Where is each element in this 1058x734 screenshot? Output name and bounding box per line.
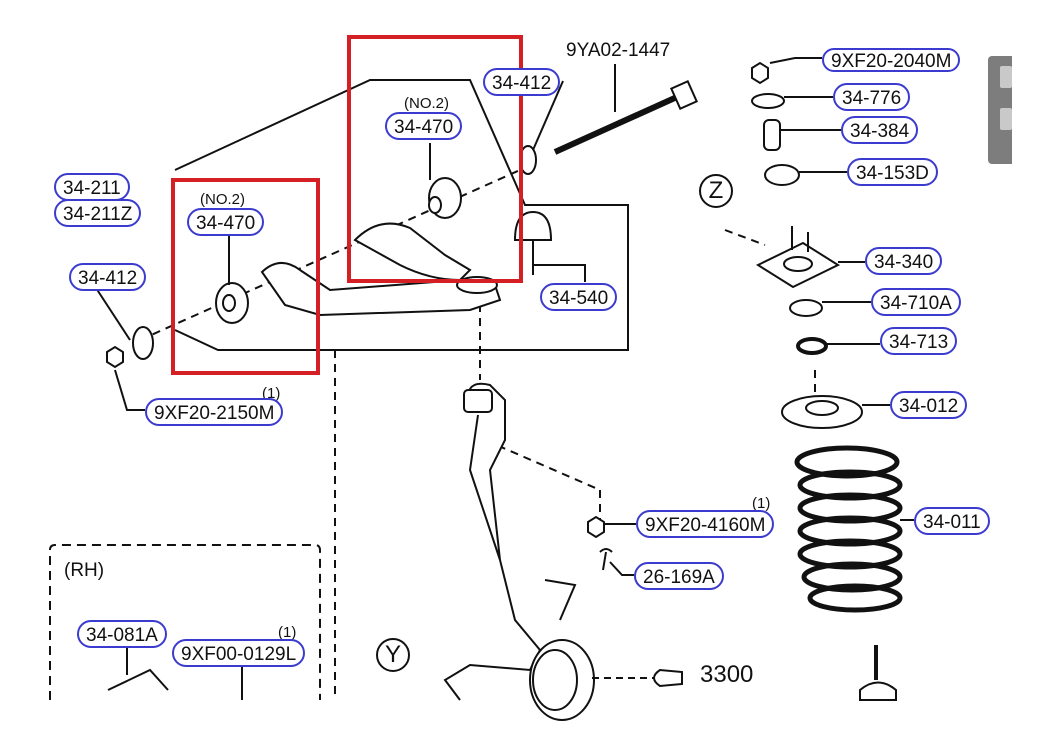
part-label[interactable]: 34-153D [847, 158, 938, 186]
part-label[interactable]: 34-776 [833, 83, 911, 111]
part-label[interactable]: 34-412 [69, 263, 147, 291]
no2-note-right: (NO.2) [404, 95, 449, 112]
highlight-box-right [347, 35, 523, 283]
part-label[interactable]: 34-011 [914, 507, 990, 535]
part-label[interactable]: 9XF20-2040M [822, 48, 961, 72]
part-label[interactable]: 26-169A [634, 562, 724, 590]
assembly-outline [174, 79, 629, 351]
part-label[interactable]: 34-540 [540, 283, 618, 311]
side-tab-button-1[interactable] [1000, 66, 1012, 88]
part-label[interactable]: 34-384 [841, 116, 919, 144]
nut-dash-line [484, 439, 601, 491]
part-label[interactable]: 34-713 [880, 327, 958, 355]
callout-z: Z [699, 174, 733, 208]
side-tab-button-2[interactable] [1000, 108, 1012, 130]
long-bolt [553, 89, 690, 155]
qty-note-4160: (1) [752, 495, 771, 512]
part-label[interactable]: 34-710A [871, 288, 961, 316]
steering-knuckle [443, 382, 542, 701]
part-label[interactable]: 34-211 [54, 173, 130, 201]
upper-arm [260, 262, 502, 317]
coil-spring [794, 445, 903, 613]
part-label[interactable]: 34-412 [483, 68, 561, 96]
part-label[interactable]: 9XF20-2150M [145, 398, 284, 426]
rh-label: (RH) [64, 560, 105, 581]
highlight-box-left [171, 178, 320, 375]
rh-dashed-box [49, 544, 321, 700]
z-dash-line [724, 229, 766, 246]
ball-joint [513, 210, 553, 241]
top-cut-label[interactable]: 9YA02-1447 [566, 40, 671, 61]
callout-y: Y [376, 638, 410, 672]
part-label[interactable]: 9XF20-4160M [636, 510, 775, 538]
side-panel-tab[interactable] [988, 56, 1012, 164]
part-label[interactable]: 34-470 [187, 208, 265, 236]
no2-note-left: (NO.2) [200, 191, 245, 208]
part-label[interactable]: 34-012 [890, 391, 968, 419]
qty-note-2150: (1) [262, 385, 281, 402]
part-label[interactable]: 34-081A [77, 620, 167, 648]
ref-group-3300[interactable]: 3300 [700, 661, 754, 688]
part-label[interactable]: 9XF00-0129L [172, 639, 306, 667]
part-label[interactable]: 34-211Z [54, 199, 142, 227]
part-label[interactable]: 34-470 [385, 112, 463, 140]
part-label[interactable]: 34-340 [865, 247, 943, 275]
washer-left [132, 326, 154, 360]
qty-note-0129: (1) [278, 624, 297, 641]
nut-left [106, 345, 124, 369]
